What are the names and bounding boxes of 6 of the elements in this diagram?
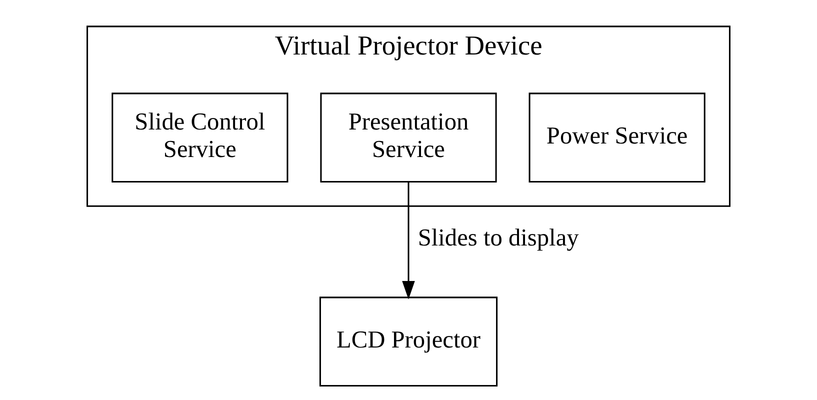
edge-label: Slides to display xyxy=(418,224,579,252)
arrow xyxy=(402,182,415,300)
node-box: Slide Control Service xyxy=(112,92,288,182)
node-box: LCD Projector xyxy=(319,296,498,386)
node-box: Presentation Service xyxy=(320,92,497,182)
node-box: Power Service xyxy=(528,92,706,182)
